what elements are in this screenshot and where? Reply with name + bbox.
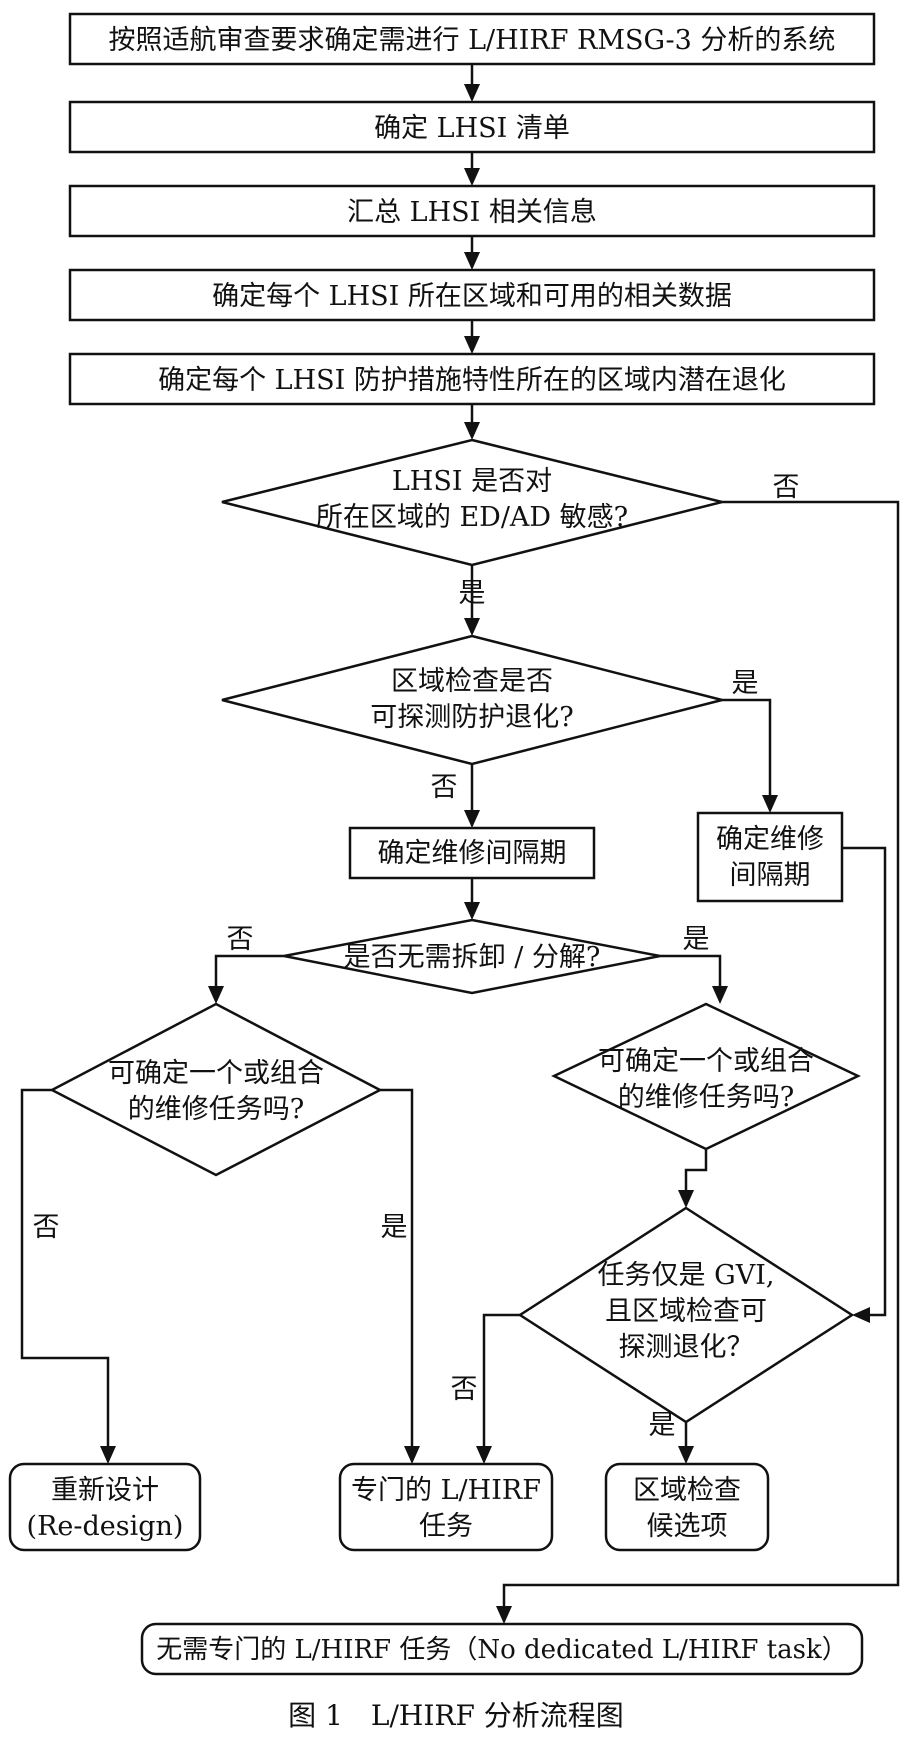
interval-right-line-2: 间隔期 [730,860,811,891]
decision-1-line-1: LHSI 是否对 [392,466,552,497]
label-d4-yes: 是 [381,1212,408,1243]
decision-3-text: 是否无需拆卸 / 分解? [344,942,601,973]
interval-box-middle: 确定维修间隔期 [348,826,596,880]
label-d2-no: 否 [431,772,458,803]
label-d6-yes: 是 [649,1410,676,1441]
redesign-line-1: 重新设计 [51,1475,159,1506]
label-d4-no: 否 [33,1212,60,1243]
interval-middle-text: 确定维修间隔期 [378,838,567,869]
step-2-text: 确定 LHSI 清单 [374,113,570,144]
decision-5-line-2: 的维修任务吗? [618,1082,794,1113]
decision-6-line-2: 且区域检查可 [605,1296,767,1327]
connector-d1-no [502,500,900,1606]
figure-caption: 图 1 L/HIRF 分析流程图 [288,1699,624,1732]
zonal-line-2: 候选项 [647,1511,728,1542]
label-d1-no: 否 [773,472,800,503]
outcome-redesign: 重新设计 (Re-design) [8,1462,202,1552]
label-d2-yes: 是 [732,668,759,699]
redesign-line-2: (Re-design) [27,1511,184,1542]
decision-3: 是否无需拆卸 / 分解? [283,918,661,995]
decision-6-line-1: 任务仅是 GVI, [598,1260,775,1291]
step-2-box: 确定 LHSI 清单 [68,100,876,154]
dedicated-line-1: 专门的 L/HIRF [351,1475,541,1506]
decision-2-line-2: 可探测防护退化? [370,702,573,733]
decision-4-line-1: 可确定一个或组合 [108,1058,324,1089]
decision-6: 任务仅是 GVI, 且区域检查可 探测退化？ [517,1206,855,1424]
decision-1-line-2: 所在区域的 ED/AD 敏感? [316,502,628,533]
decision-5-line-1: 可确定一个或组合 [598,1046,814,1077]
step-5-box: 确定每个 LHSI 防护措施特性所在的区域内潜在退化 [68,352,876,406]
label-d3-yes: 是 [683,924,710,955]
decision-4-line-2: 的维修任务吗? [128,1094,304,1125]
step-5-text: 确定每个 LHSI 防护措施特性所在的区域内潜在退化 [158,365,786,396]
step-3-box: 汇总 LHSI 相关信息 [68,184,876,238]
step-1-box: 按照适航审查要求确定需进行 L/HIRF RMSG-3 分析的系统 [68,12,876,66]
interval-box-right: 确定维修 间隔期 [696,811,844,903]
top-connectors [464,64,480,440]
step-1-text: 按照适航审查要求确定需进行 L/HIRF RMSG-3 分析的系统 [109,25,836,56]
label-d6-no: 否 [451,1374,478,1405]
decision-5: 可确定一个或组合 的维修任务吗? [551,1002,861,1151]
decision-2: 区域检查是否 可探测防护退化? [221,634,723,766]
no-dedicated-text: 无需专门的 L/HIRF 任务（No dedicated L/HIRF task… [156,1635,847,1665]
step-3-text: 汇总 LHSI 相关信息 [347,197,597,228]
outcome-zonal-candidate: 区域检查 候选项 [604,1462,770,1552]
decision-1: LHSI 是否对 所在区域的 ED/AD 敏感? [221,438,723,567]
outcome-no-dedicated-task: 无需专门的 L/HIRF 任务（No dedicated L/HIRF task… [140,1622,864,1676]
step-4-text: 确定每个 LHSI 所在区域和可用的相关数据 [212,281,732,312]
outcome-dedicated-task: 专门的 L/HIRF 任务 [338,1462,554,1552]
decision-2-line-1: 区域检查是否 [391,666,553,697]
interval-right-line-1: 确定维修 [716,824,824,855]
decision-4: 可确定一个或组合 的维修任务吗? [49,1002,383,1177]
decision-6-line-3: 探测退化？ [619,1332,754,1363]
label-d3-no: 否 [227,924,254,955]
zonal-line-1: 区域检查 [633,1475,741,1506]
dedicated-line-2: 任务 [419,1511,473,1542]
step-4-box: 确定每个 LHSI 所在区域和可用的相关数据 [68,268,876,322]
